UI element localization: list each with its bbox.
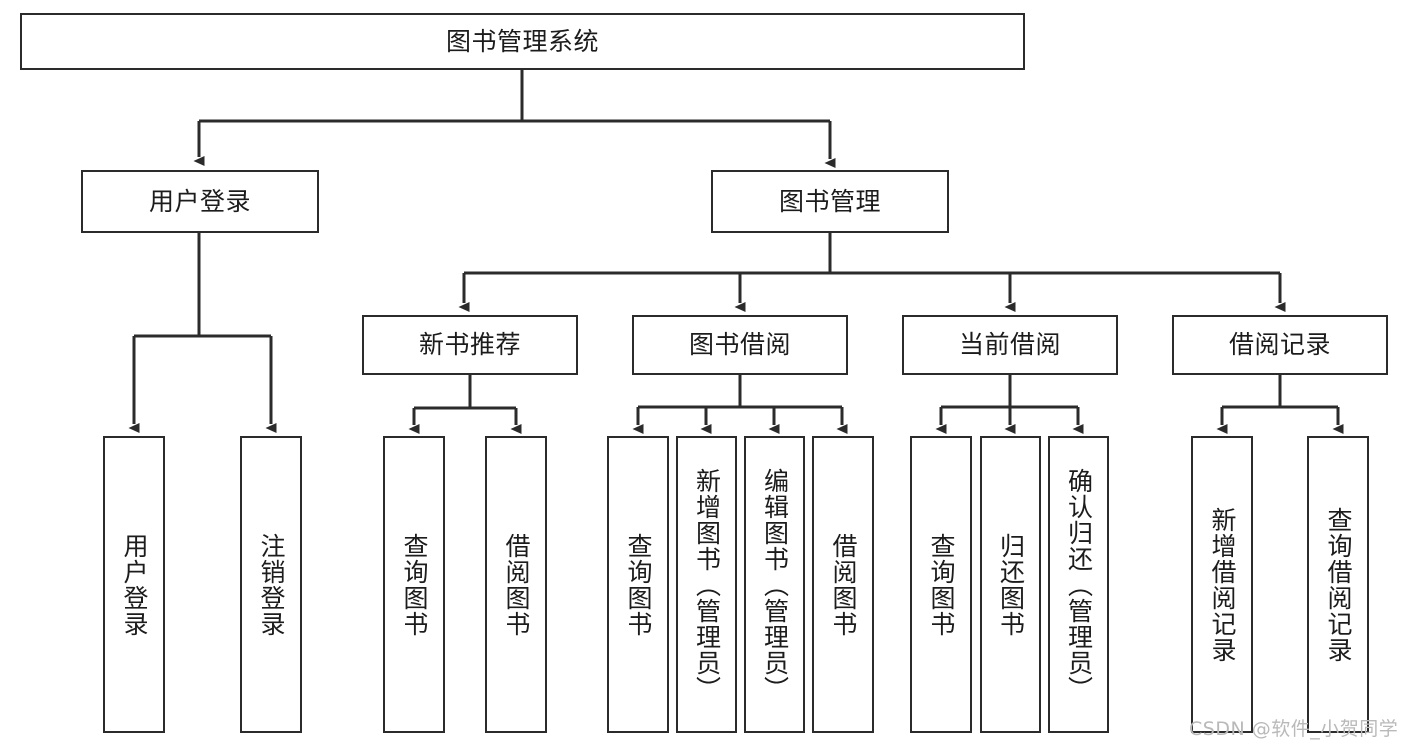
node-label: 新增借阅记录 [1208, 506, 1237, 663]
node-label: 当前借阅 [958, 330, 1061, 360]
node-label: 归还图书 [996, 532, 1026, 637]
leaf-borrow-book[interactable]: 借阅图书 [812, 436, 874, 733]
node-label: 确认归还（管理员） [1064, 467, 1094, 702]
node-label: 新书推荐 [418, 330, 521, 360]
leaf-query-book-borrow[interactable]: 查询图书 [607, 436, 669, 733]
node-label: 借阅图书 [829, 532, 858, 637]
leaf-return-book[interactable]: 归还图书 [980, 436, 1041, 733]
node-label: 查询借阅记录 [1324, 506, 1353, 663]
node-label: 编辑图书（管理员） [760, 467, 790, 702]
node-label: 图书管理系统 [445, 26, 599, 56]
node-label: 查询图书 [400, 532, 429, 637]
leaf-edit-book-admin[interactable]: 编辑图书（管理员） [744, 436, 805, 733]
node-borrow-record[interactable]: 借阅记录 [1172, 315, 1388, 375]
csdn-watermark: CSDN @软件_小贺同学 [1189, 718, 1399, 740]
node-label: 新增图书（管理员） [692, 467, 722, 702]
leaf-add-borrow-record[interactable]: 新增借阅记录 [1191, 436, 1253, 733]
node-book-management[interactable]: 图书管理 [711, 170, 949, 233]
node-book-management-system[interactable]: 图书管理系统 [20, 13, 1025, 70]
node-user-login[interactable]: 用户登录 [81, 170, 319, 233]
node-new-book-recommend[interactable]: 新书推荐 [362, 315, 578, 375]
node-current-borrow[interactable]: 当前借阅 [902, 315, 1118, 375]
node-label: 图书管理 [778, 186, 881, 216]
leaf-query-book-current[interactable]: 查询图书 [910, 436, 972, 733]
node-book-borrow[interactable]: 图书借阅 [632, 315, 848, 375]
leaf-logout[interactable]: 注销登录 [240, 436, 302, 733]
leaf-confirm-return-admin[interactable]: 确认归还（管理员） [1048, 436, 1109, 733]
node-label: 注销登录 [257, 532, 286, 637]
node-label: 图书借阅 [688, 330, 791, 360]
node-label: 借阅图书 [502, 532, 531, 637]
node-label: 查询图书 [624, 532, 653, 637]
leaf-add-book-admin[interactable]: 新增图书（管理员） [676, 436, 737, 733]
leaf-user-login[interactable]: 用户登录 [103, 436, 165, 733]
node-label: 用户登录 [148, 186, 251, 216]
node-label: 用户登录 [120, 532, 149, 637]
leaf-borrow-book-recommend[interactable]: 借阅图书 [485, 436, 547, 733]
leaf-query-book-recommend[interactable]: 查询图书 [383, 436, 445, 733]
leaf-query-borrow-record[interactable]: 查询借阅记录 [1307, 436, 1369, 733]
node-label: 借阅记录 [1228, 330, 1331, 360]
node-label: 查询图书 [927, 532, 956, 637]
